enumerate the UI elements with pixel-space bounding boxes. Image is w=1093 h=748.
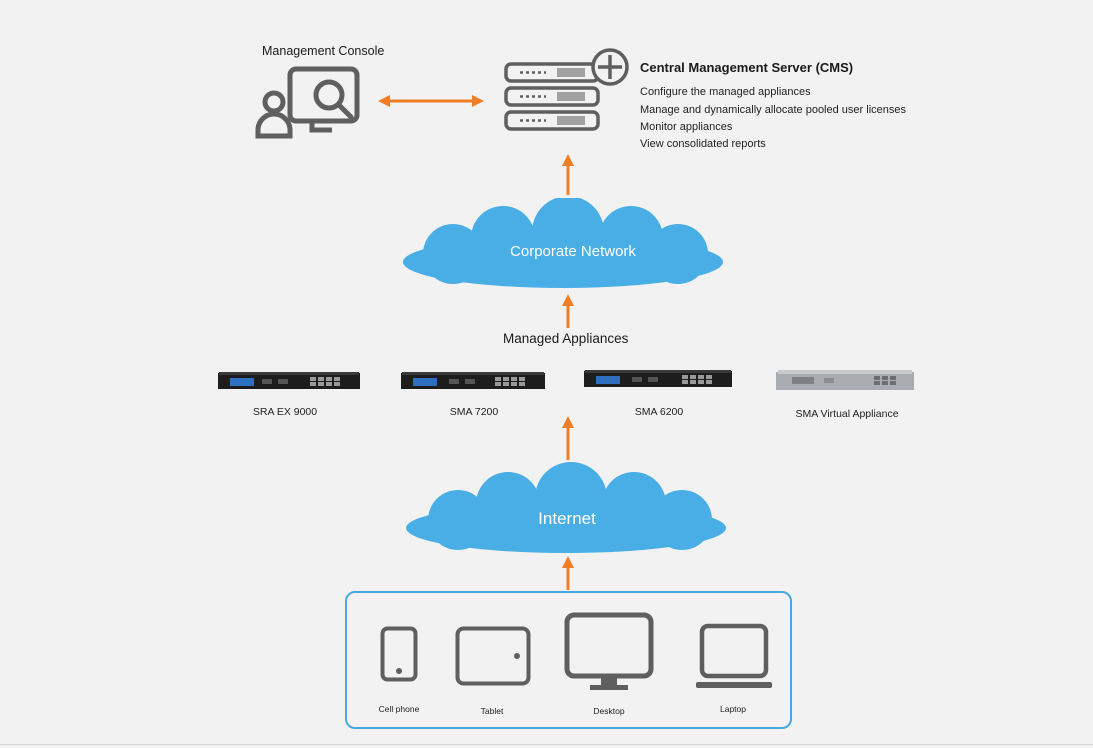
appliance-label-sma-7200: SMA 7200 [449,406,499,418]
corporate-network-label: Corporate Network [510,243,636,260]
managed-appliances-label: Managed Appliances [503,331,629,346]
cms-item-monitor: Monitor appliances [640,121,733,133]
server-stack-plus-icon [504,48,629,131]
device-label-laptop: Laptop [720,704,746,714]
internet-label: Internet [538,509,596,528]
devices-group-box [345,591,792,729]
appliance-label-sma-6200: SMA 6200 [634,406,684,418]
rack-appliance-icon [218,372,360,389]
tablet-icon [455,626,531,686]
cell-phone-icon [380,626,418,682]
laptop-icon [696,623,772,688]
user-search-icon [255,66,360,139]
virtual-appliance-icon [776,370,914,390]
cms-item-configure: Configure the managed appliances [640,86,811,98]
device-label-tablet: Tablet [480,706,504,716]
desktop-icon [564,612,654,690]
rack-appliance-icon [401,372,545,389]
cms-item-reports: View consolidated reports [640,138,766,150]
management-console-label: Management Console [262,44,385,58]
device-label-desktop: Desktop [593,706,625,716]
appliance-label-sra-ex-9000: SRA EX 9000 [252,406,318,418]
corporate-network-cloud [403,198,723,288]
bottom-divider [0,744,1093,745]
internet-cloud [406,462,726,553]
cms-item-licenses: Manage and dynamically allocate pooled u… [640,104,906,116]
appliance-label-sma-virtual: SMA Virtual Appliance [795,408,899,420]
device-label-cell-phone: Cell phone [378,704,420,714]
rack-appliance-icon [584,370,732,387]
cms-title: Central Management Server (CMS) [640,60,854,75]
